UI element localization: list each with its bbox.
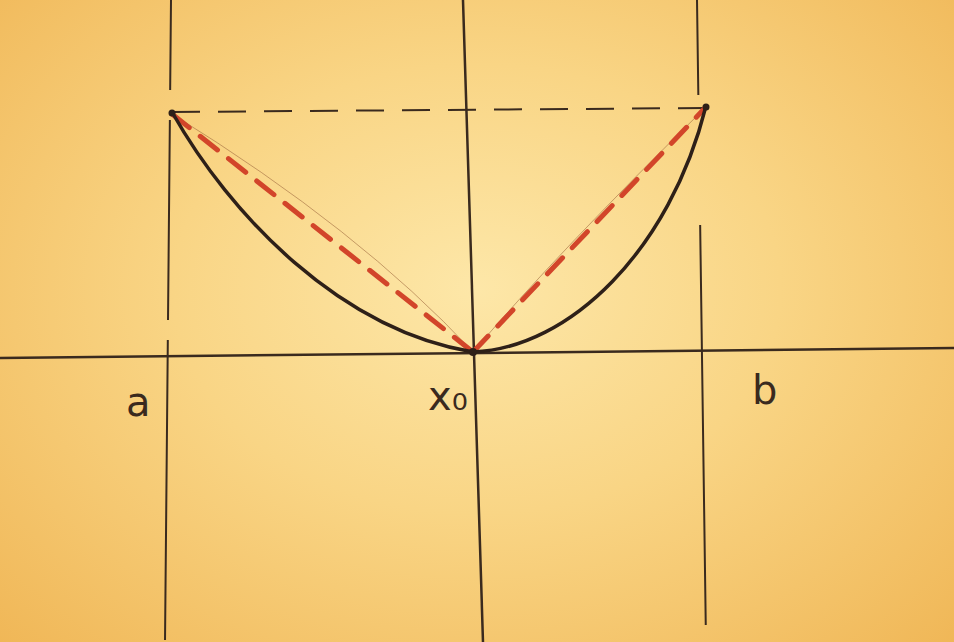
level-dashed-line <box>172 108 705 112</box>
chord-dashed <box>473 108 705 352</box>
chord-dashed <box>172 114 473 352</box>
pencil-line <box>473 108 705 352</box>
endpoint-label: a <box>126 382 151 422</box>
minimum-point <box>469 348 477 356</box>
point-label: x₀ <box>428 376 468 416</box>
endpoint <box>169 110 176 117</box>
a-guide <box>165 0 171 642</box>
endpoint-label: b <box>752 370 777 410</box>
endpoint <box>703 104 710 111</box>
b-guide <box>697 0 706 642</box>
pencil-line <box>172 114 473 352</box>
function-curve <box>473 106 706 352</box>
y-axis <box>463 0 483 642</box>
function-curve <box>172 112 473 352</box>
